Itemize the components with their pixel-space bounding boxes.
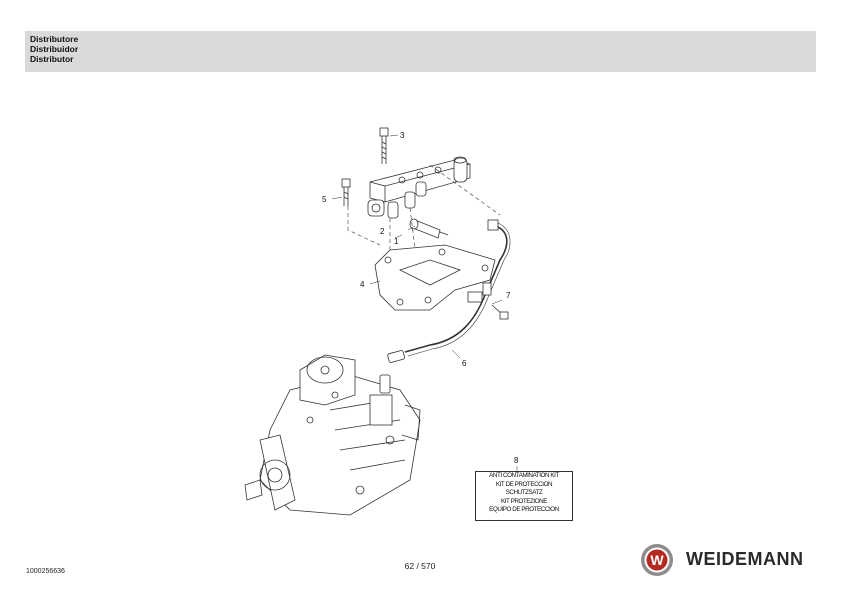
fuel-rail-distributor (367, 156, 471, 217)
exploded-parts-diagram: 3 5 2 1 4 7 6 8 (230, 120, 590, 530)
injection-pump-body (244, 354, 421, 516)
anti-contamination-kit-box: ANTI CONTAMINATION KIT KIT DE PROTECCION… (475, 471, 573, 521)
bolt-part-5 (341, 178, 351, 206)
header-band: Distributore Distribuidor Distributor (25, 31, 816, 72)
callout-8: 8 (514, 456, 519, 465)
callout-leader-lines (331, 134, 503, 359)
title-italian: Distributore (30, 34, 79, 44)
callout-2: 2 (380, 227, 385, 236)
document-id: 1000256636 (26, 568, 65, 575)
callout-5: 5 (322, 195, 327, 204)
logo-letter: W (650, 552, 664, 568)
callout-3: 3 (400, 131, 405, 140)
diagram-svg: 3 5 2 1 4 7 6 8 (244, 127, 519, 516)
kit-line-english: ANTI CONTAMINATION KIT (489, 472, 559, 479)
callout-6: 6 (462, 359, 467, 368)
kit-line-spanish-equipment: EQUIPO DE PROTECCION (489, 506, 559, 514)
brand-name: WEIDEMANN (686, 549, 804, 569)
assembly-guide-lines (347, 164, 501, 250)
bolt-part-3 (379, 127, 389, 164)
callout-7: 7 (506, 291, 511, 300)
diagram-callouts: 3 5 2 1 4 7 6 8 (322, 131, 519, 465)
kit-line-spanish-protection: KIT DE PROTECCION (495, 480, 553, 488)
spacer-sleeves (387, 181, 427, 219)
callout-4: 4 (360, 280, 365, 289)
weidemann-logo-icon: W (640, 543, 674, 577)
page-number: 62 / 570 (404, 561, 436, 571)
title-english: Distributor (30, 54, 74, 64)
pressure-sensor-part-1 (409, 218, 449, 239)
kit-line-italian: KIT PROTEZIONE (500, 497, 548, 505)
kit-line-german: SCHUTZSATZ (505, 489, 543, 497)
callout-1: 1 (394, 237, 399, 246)
title-spanish: Distribuidor (30, 44, 79, 54)
pipe-clamp-part-7 (467, 282, 509, 320)
mounting-bracket-part-4 (374, 244, 496, 311)
